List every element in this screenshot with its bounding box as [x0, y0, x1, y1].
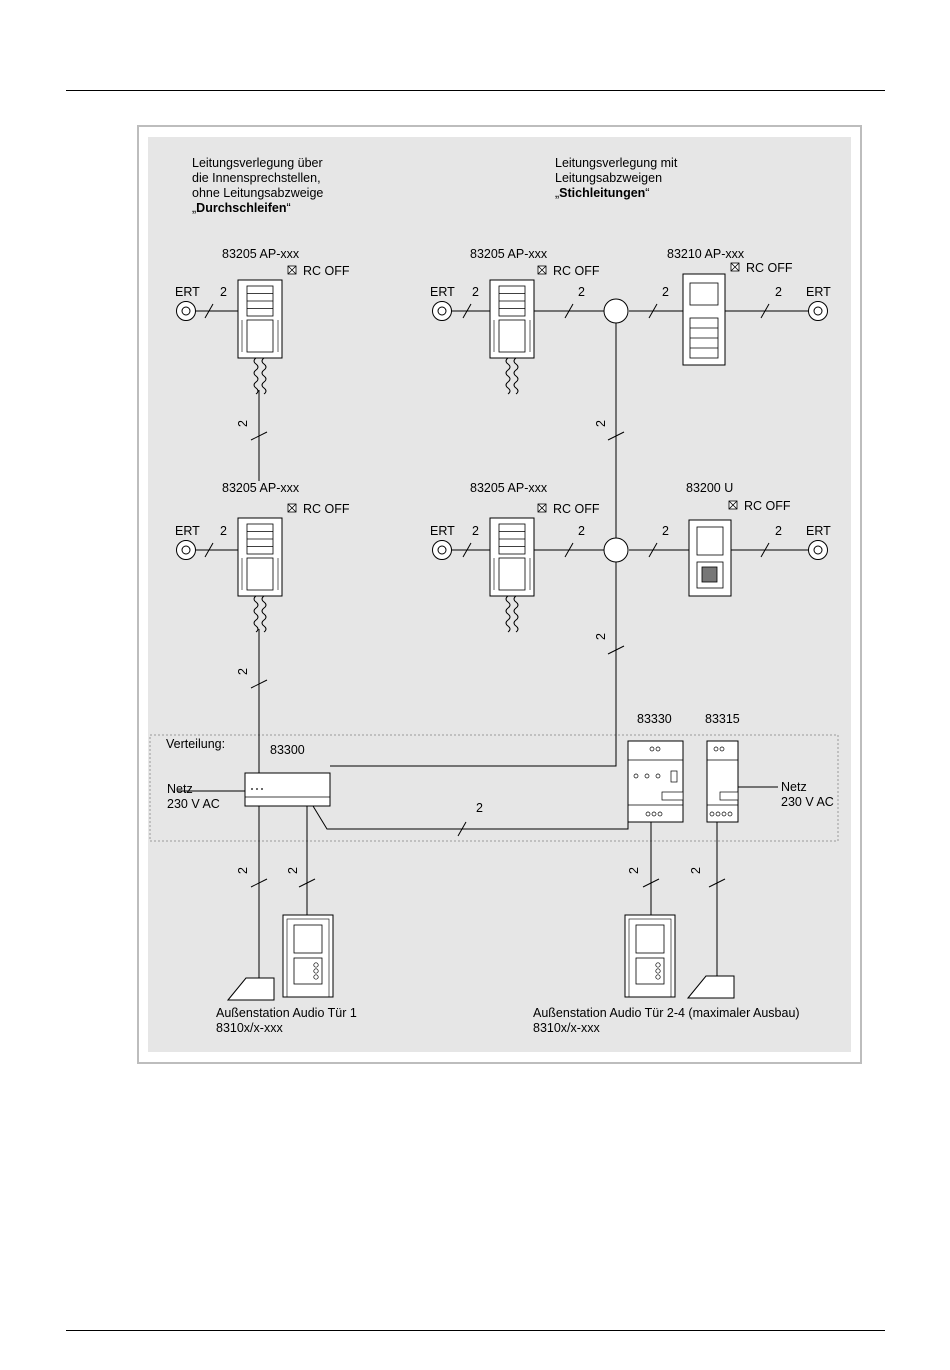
netz-label-right: Netz	[781, 780, 807, 794]
device-label-83315: 83315	[705, 712, 740, 726]
junction-top	[603, 298, 629, 324]
device-label-83200: 83200 U	[686, 481, 733, 495]
wire-count: 2	[627, 867, 641, 874]
wire-count: 2	[689, 867, 703, 874]
ert-label: ERT	[430, 524, 455, 538]
wire-count: 2	[220, 524, 227, 538]
ert-terminal	[176, 301, 196, 321]
wire-count: 2	[578, 524, 585, 538]
outdoor-left-code: 8310x/x-xxx	[216, 1021, 283, 1035]
right-header-line1: Leitungsverlegung mit	[555, 156, 678, 170]
voltage-label-right: 230 V AC	[781, 795, 834, 809]
bottom-rule	[66, 1330, 885, 1331]
wire-count: 2	[775, 285, 782, 299]
left-header-line3: ohne Leitungsabzweige	[192, 186, 323, 200]
ert-terminal	[808, 540, 828, 560]
ert-terminal	[808, 301, 828, 321]
rc-off-checkbox-icon	[730, 262, 740, 272]
rc-off-checkbox-icon	[537, 265, 547, 275]
ert-terminal	[176, 540, 196, 560]
distributor-83300	[244, 772, 331, 807]
right-header-line3: „Stichleitungen“	[555, 186, 649, 200]
wire-count: 2	[594, 633, 608, 640]
wire-count: 2	[594, 420, 608, 427]
left-header-line4: „Durchschleifen“	[192, 201, 291, 215]
ert-terminal	[432, 301, 452, 321]
indoor-station-83210	[682, 273, 726, 366]
ert-label: ERT	[175, 524, 200, 538]
indoor-station-83200	[688, 519, 732, 597]
wire-count: 2	[236, 867, 250, 874]
controller-83330	[627, 740, 684, 823]
netz-label-left: Netz	[167, 782, 193, 796]
wire-count: 2	[286, 867, 300, 874]
outdoor-right-code: 8310x/x-xxx	[533, 1021, 600, 1035]
voltage-label-left: 230 V AC	[167, 797, 220, 811]
rc-off-label: RC OFF	[744, 499, 791, 513]
ert-label: ERT	[175, 285, 200, 299]
wire-count: 2	[472, 285, 479, 299]
outdoor-station-unit	[624, 914, 676, 998]
device-label-83205: 83205 AP-xxx	[470, 247, 548, 261]
rc-off-label: RC OFF	[746, 261, 793, 275]
wire-count: 2	[662, 285, 669, 299]
distribution-label: Verteilung:	[166, 737, 225, 751]
wire-count: 2	[775, 524, 782, 538]
junction-bottom	[603, 537, 629, 563]
device-label-83205: 83205 AP-xxx	[222, 481, 300, 495]
top-rule	[66, 90, 885, 91]
wire-count: 2	[578, 285, 585, 299]
rc-off-label: RC OFF	[303, 264, 350, 278]
rc-off-label: RC OFF	[303, 502, 350, 516]
rc-off-label: RC OFF	[553, 502, 600, 516]
power-supply-83315	[706, 740, 739, 823]
right-header-line2: Leitungsabzweigen	[555, 171, 662, 185]
device-label-83205: 83205 AP-xxx	[470, 481, 548, 495]
rc-off-label: RC OFF	[553, 264, 600, 278]
wire-count: 2	[220, 285, 227, 299]
ert-terminal	[432, 540, 452, 560]
wire-count: 2	[472, 524, 479, 538]
device-label-83210: 83210 AP-xxx	[667, 247, 745, 261]
wire-count: 2	[662, 524, 669, 538]
left-header-line1: Leitungsverlegung über	[192, 156, 323, 170]
wire-count: 2	[236, 668, 250, 675]
ert-label: ERT	[806, 524, 831, 538]
device-label-83205: 83205 AP-xxx	[222, 247, 300, 261]
ert-label: ERT	[806, 285, 831, 299]
device-label-83300: 83300	[270, 743, 305, 757]
outdoor-right-title: Außenstation Audio Tür 2-4 (maximaler Au…	[533, 1006, 800, 1020]
rc-off-checkbox-icon	[287, 265, 297, 275]
outdoor-left-title: Außenstation Audio Tür 1	[216, 1006, 357, 1020]
left-header-line2: die Innensprechstellen,	[192, 171, 321, 185]
rc-off-checkbox-icon	[287, 503, 297, 513]
outdoor-station-unit	[282, 914, 334, 998]
rc-off-checkbox-icon	[537, 503, 547, 513]
device-label-83330: 83330	[637, 712, 672, 726]
ert-label: ERT	[430, 285, 455, 299]
wire-count: 2	[236, 420, 250, 427]
wire-count: 2	[476, 801, 483, 815]
rc-off-checkbox-icon	[728, 500, 738, 510]
